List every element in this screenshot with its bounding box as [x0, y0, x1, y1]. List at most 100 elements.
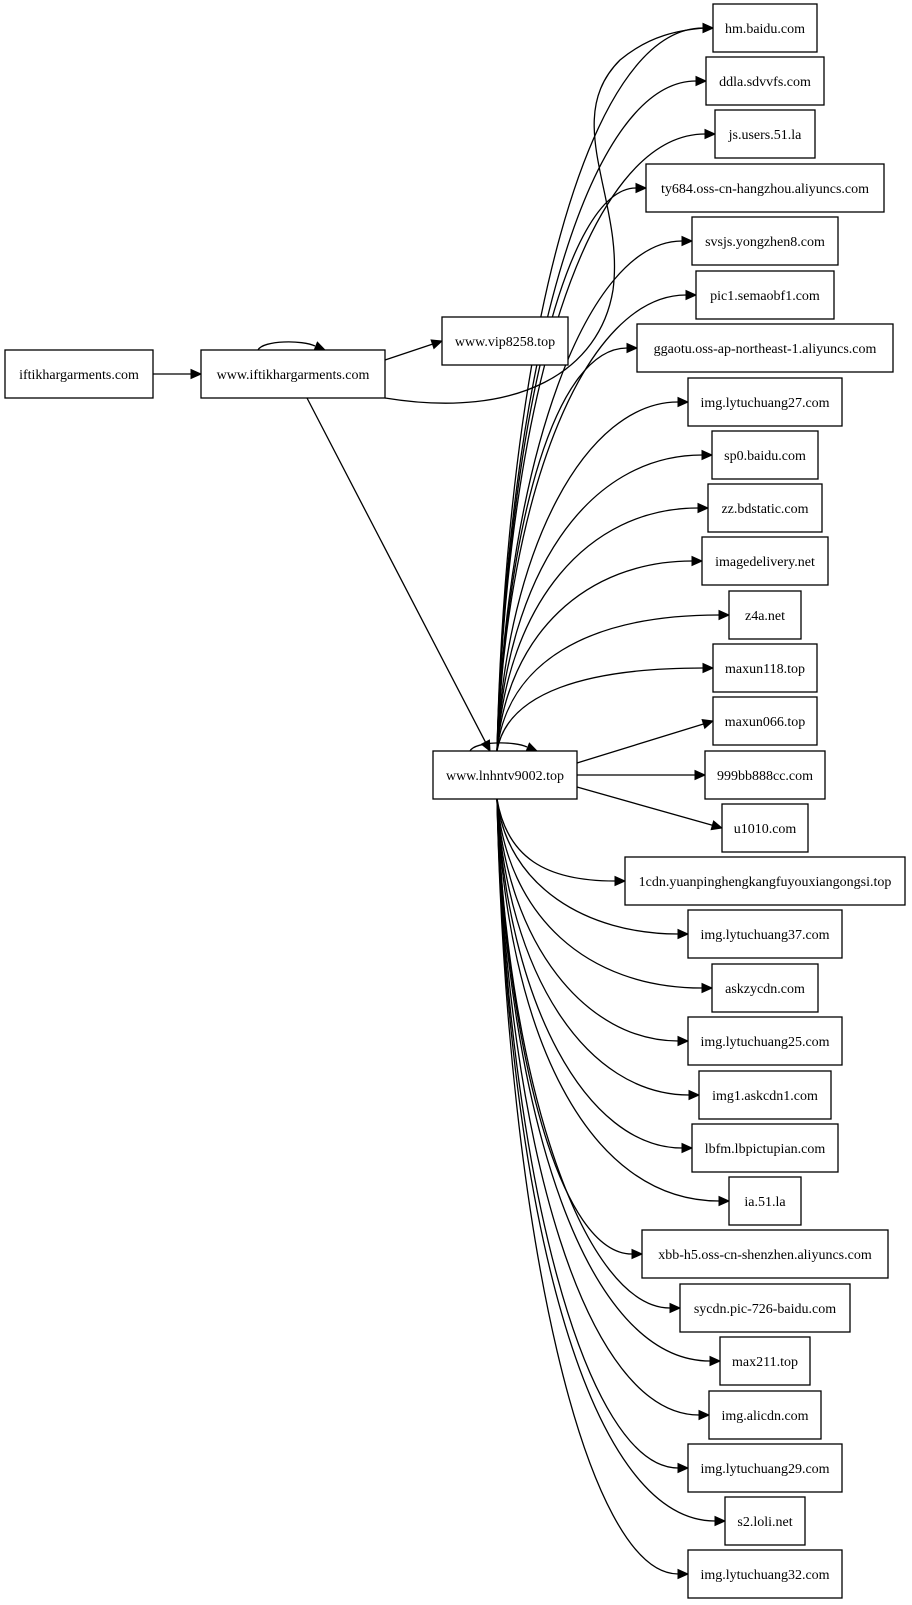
edge-line	[384, 343, 433, 361]
edge-arrowhead	[677, 928, 690, 940]
node-sycdn-pic: sycdn.pic-726-baidu.com	[679, 1283, 851, 1333]
node-box	[701, 536, 829, 586]
edge-lnhntv9002-to-svsjs_yongzhen8	[496, 235, 694, 752]
node-maxun118: maxun118.top	[712, 643, 818, 693]
edge-arrowhead	[702, 662, 715, 674]
node-vip8258: www.vip8258.top	[441, 316, 569, 366]
node-box	[679, 1283, 851, 1333]
node-label: zz.bdstatic.com	[721, 502, 808, 517]
node-max211: max211.top	[719, 1336, 811, 1386]
edge-lnhntv9002-to-js_users_51la	[496, 128, 717, 752]
edge-lnhntv9002-to-askzycdn	[496, 798, 714, 994]
edge-arrowhead	[681, 235, 694, 247]
node-box	[441, 316, 569, 366]
node-box	[687, 1443, 843, 1493]
edge-lnhntv9002-to-u1010	[576, 786, 724, 831]
edge-line	[496, 798, 703, 989]
node-label: img1.askcdn1.com	[712, 1089, 818, 1104]
node-label: www.vip8258.top	[455, 335, 555, 350]
edge-arrowhead	[525, 742, 539, 752]
node-label: max211.top	[732, 1355, 798, 1370]
edge-arrowhead	[714, 1515, 727, 1527]
node-box	[708, 1390, 822, 1440]
edge-line	[496, 798, 616, 882]
node-box	[704, 750, 826, 800]
edge-arrowhead	[430, 339, 444, 350]
node-label: img.lytuchuang27.com	[700, 396, 829, 411]
node-ia-51la: ia.51.la	[728, 1176, 802, 1226]
node-box	[624, 856, 906, 906]
node-box	[636, 323, 894, 373]
edge-arrowhead	[701, 449, 714, 461]
node-box	[712, 696, 818, 746]
edge-arrowhead	[695, 75, 708, 87]
edge-arrowhead	[718, 1195, 731, 1207]
edge-lnhntv9002-to-imagedelivery	[496, 555, 704, 752]
edge-lnhntv9002-to-img_lytuchuang25	[496, 798, 690, 1047]
node-label: ty684.oss-cn-hangzhou.aliyuncs.com	[661, 182, 869, 197]
node-box	[728, 1176, 802, 1226]
edge-arrowhead	[313, 341, 327, 351]
edge-line	[496, 614, 720, 752]
node-label: ia.51.la	[744, 1195, 786, 1210]
edge-arrowhead	[704, 128, 717, 140]
edge-arrowhead	[698, 1409, 711, 1421]
node-label: www.iftikhargarments.com	[217, 368, 370, 383]
node-img-alicdn: img.alicdn.com	[708, 1390, 822, 1440]
edge-lnhntv9002-to-bb999	[577, 769, 707, 781]
edge-lnhntv9002-to-z4a	[496, 609, 731, 752]
node-label: js.users.51.la	[728, 128, 803, 143]
edge-www_iftikhargarments-to-www_iftikhargarments	[257, 341, 327, 351]
node-label: ggaotu.oss-ap-northeast-1.aliyuncs.com	[654, 342, 877, 357]
edge-line	[576, 723, 704, 764]
node-ggaotu-oss: ggaotu.oss-ap-northeast-1.aliyuncs.com	[636, 323, 894, 373]
node-box	[714, 109, 816, 159]
node-lbfm-lbpictupian: lbfm.lbpictupian.com	[691, 1123, 839, 1173]
edge-line	[496, 401, 679, 752]
node-hm-baidu: hm.baidu.com	[712, 3, 818, 53]
edge-www_iftikhargarments-to-vip8258	[384, 339, 444, 361]
edge-arrowhead	[697, 502, 710, 514]
edge-lnhntv9002-to-img_lytuchuang29	[496, 798, 690, 1474]
edge-arrowhead	[681, 1142, 694, 1154]
edge-line	[384, 27, 706, 404]
node-label: maxun118.top	[725, 662, 805, 677]
node-box	[719, 1336, 811, 1386]
node-img-lytuchuang29: img.lytuchuang29.com	[687, 1443, 843, 1493]
edge-arrowhead	[635, 182, 648, 194]
node-label: pic1.semaobf1.com	[710, 289, 820, 304]
edge-arrowhead	[677, 1462, 690, 1474]
edge-lnhntv9002-to-s2_loli	[496, 798, 727, 1527]
node-label: img.lytuchuang25.com	[700, 1035, 829, 1050]
node-box	[695, 270, 835, 320]
node-zz-bdstatic: zz.bdstatic.com	[707, 483, 823, 533]
edge-line	[576, 786, 713, 826]
edge-line	[496, 798, 679, 935]
node-askzycdn: askzycdn.com	[711, 963, 819, 1013]
edge-lnhntv9002-to-pic1_semaobf1	[496, 289, 698, 752]
edge-lnhntv9002-to-img_lytuchuang27	[496, 396, 690, 752]
edge-line	[496, 798, 711, 1362]
edge-arrowhead	[718, 609, 731, 621]
node-lnhntv9002: www.lnhntv9002.top	[432, 750, 578, 800]
edge-arrowhead	[626, 342, 639, 354]
node-label: maxun066.top	[725, 715, 806, 730]
node-box	[712, 643, 818, 693]
edge-lnhntv9002-to-sycdn_pic	[496, 798, 682, 1314]
node-box	[4, 349, 154, 399]
node-label: svsjs.yongzhen8.com	[705, 235, 825, 250]
edge-lnhntv9002-to-hm_baidu	[496, 22, 715, 752]
edge-line	[496, 798, 716, 1522]
edge-line	[496, 798, 679, 1575]
node-box	[691, 1123, 839, 1173]
edge-arrowhead	[691, 555, 704, 567]
edge-arrowhead	[694, 769, 707, 781]
edge-lnhntv9002-to-img_lytuchuang37	[496, 798, 690, 940]
edge-arrowhead	[677, 1035, 690, 1047]
edge-line	[496, 133, 706, 752]
node-label: hm.baidu.com	[725, 22, 805, 37]
edge-arrowhead	[190, 368, 203, 380]
node-img-lytuchuang32: img.lytuchuang32.com	[687, 1549, 843, 1599]
node-label: 1cdn.yuanpinghengkangfuyouxiangongsi.top	[639, 875, 892, 890]
